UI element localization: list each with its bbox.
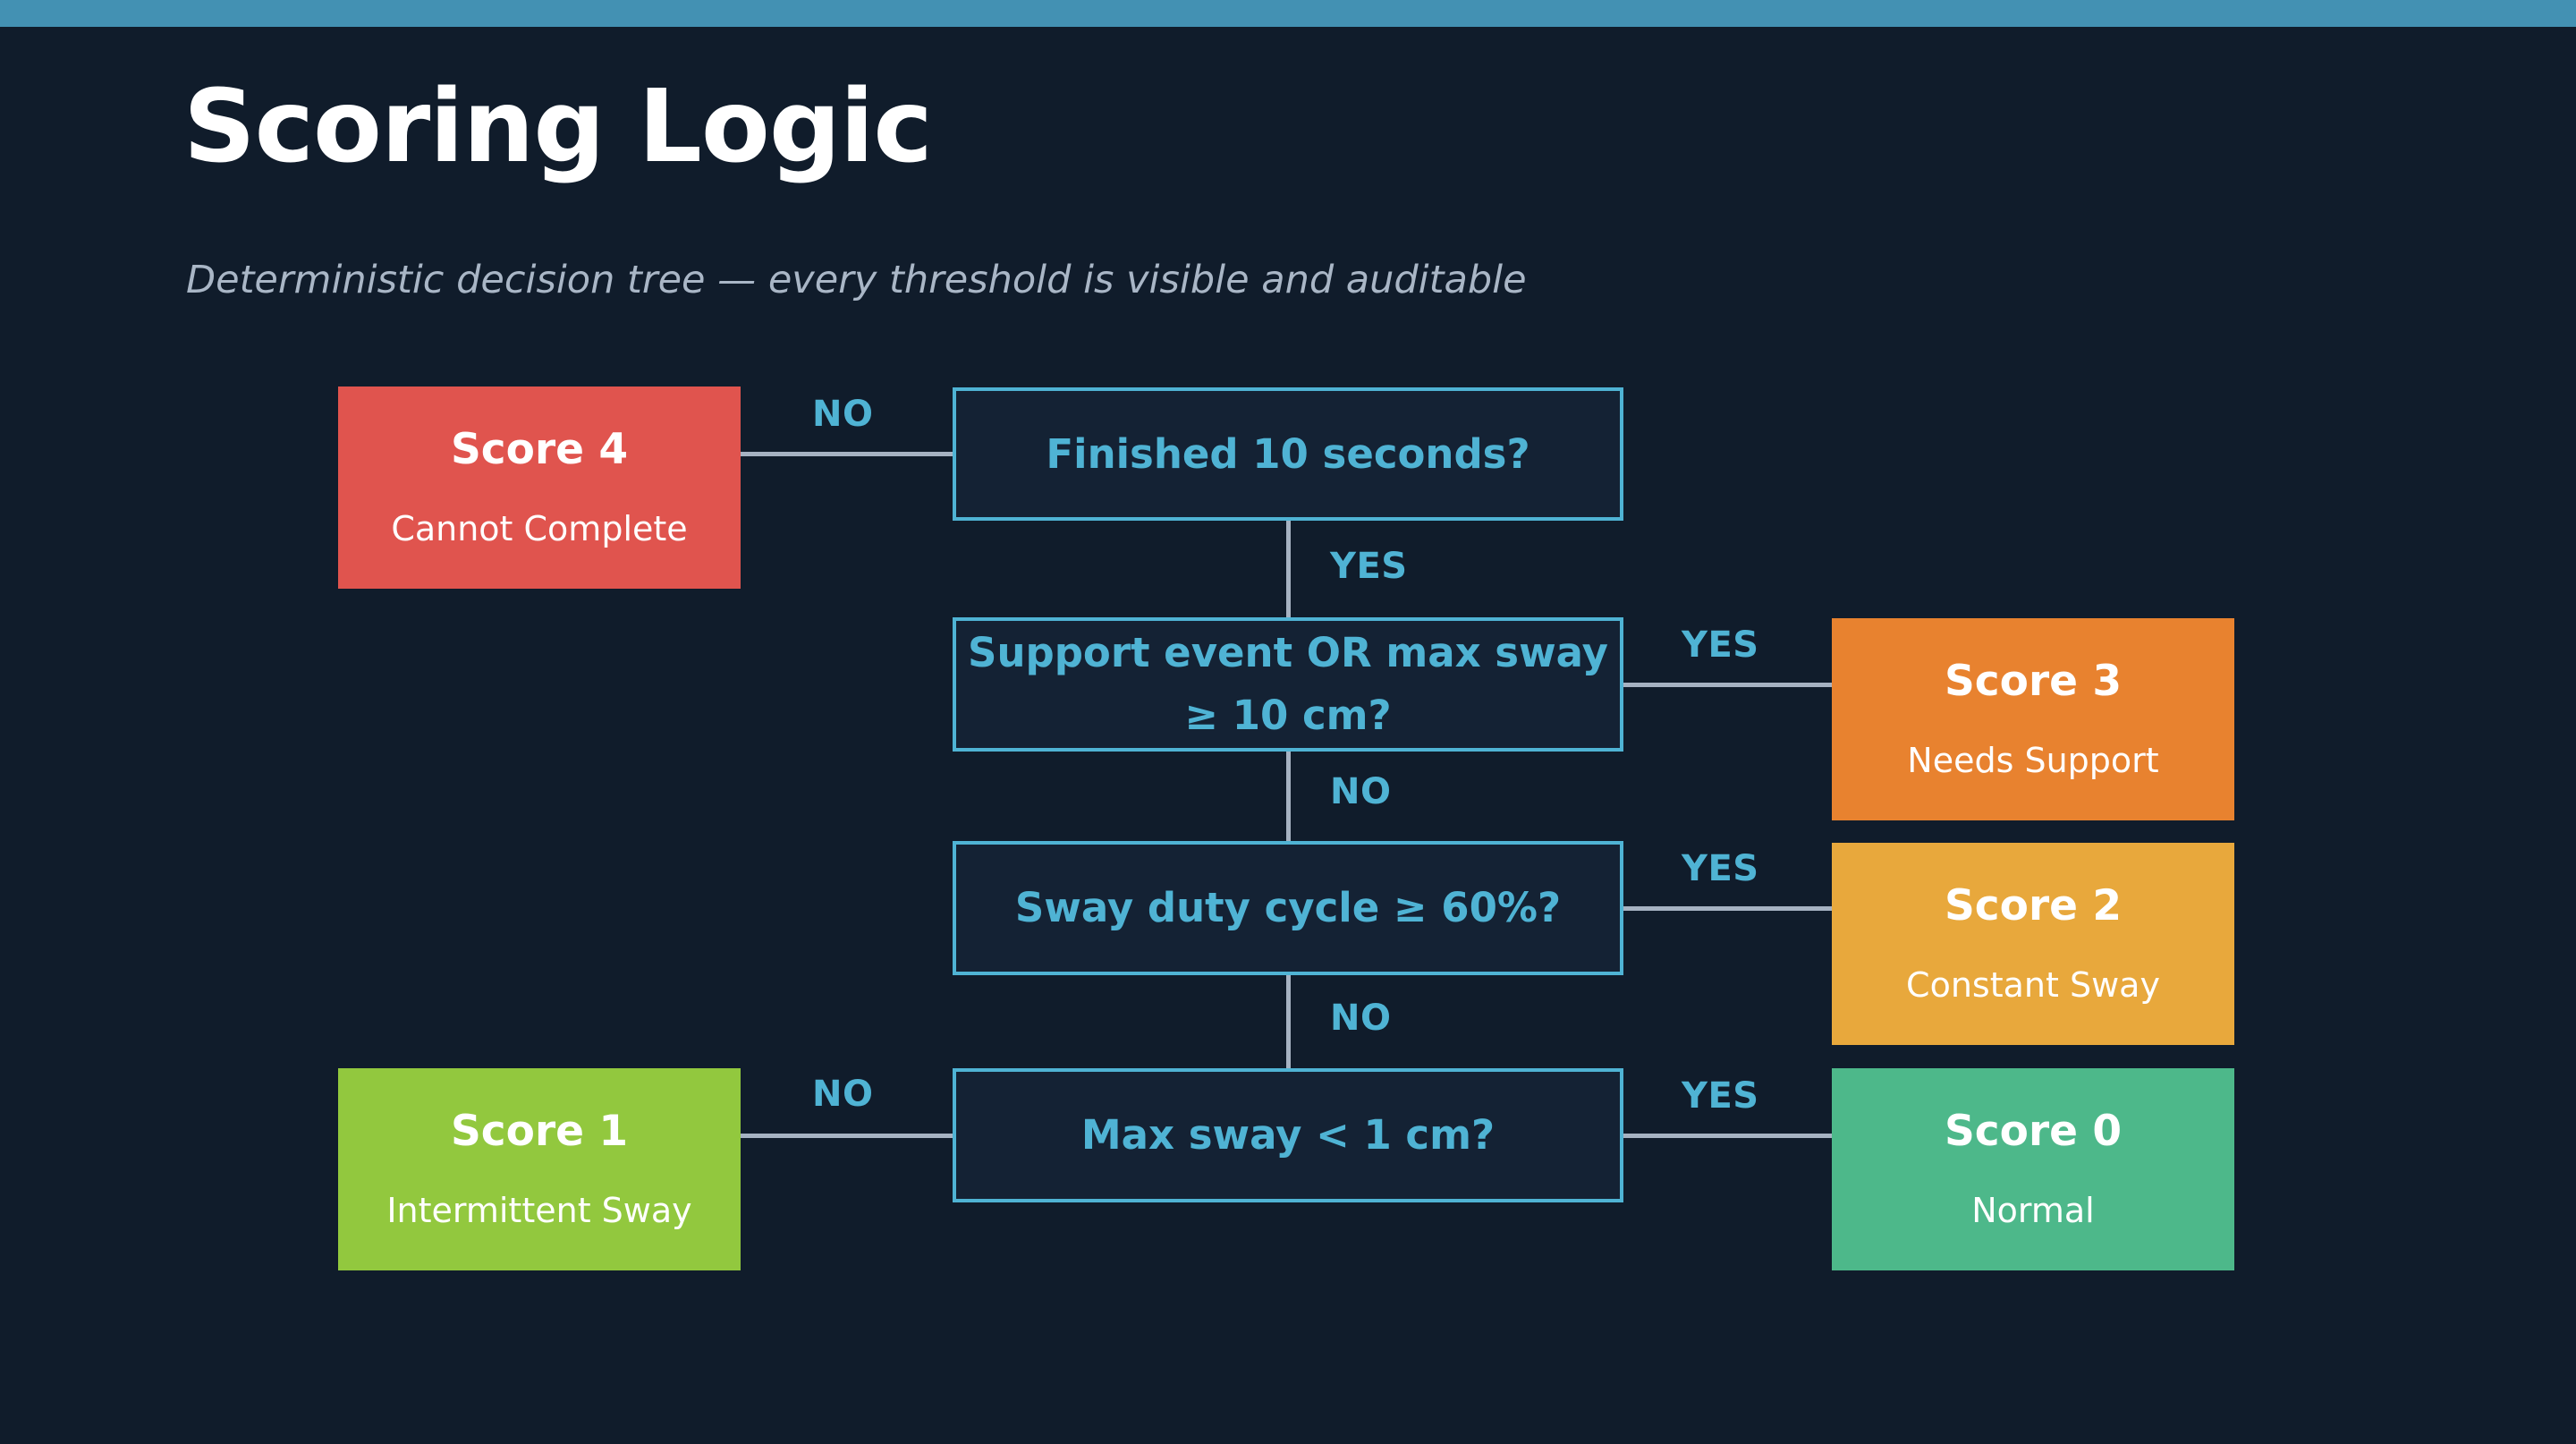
outcome-node-score-0[interactable]: Score 0 Normal	[1832, 1068, 2234, 1270]
edge-label-finished-yes: YES	[1330, 546, 1408, 587]
outcome-node-score-2[interactable]: Score 2 Constant Sway	[1832, 843, 2234, 1045]
decision-node-sway-duty-cycle[interactable]: Sway duty cycle ≥ 60%?	[953, 841, 1623, 975]
decision-node-max-sway-under-1cm[interactable]: Max sway < 1 cm?	[953, 1068, 1623, 1202]
edge-label-duty-no: NO	[1330, 998, 1392, 1039]
edge-label-maxsway-yes: YES	[1682, 1075, 1759, 1117]
outcome-node-score-4[interactable]: Score 4 Cannot Complete	[338, 386, 741, 589]
decision-text-line: ≥ 10 cm?	[1184, 692, 1392, 739]
outcome-score-label: Score 3	[1944, 657, 2123, 707]
edge-label-duty-yes: YES	[1682, 848, 1759, 889]
decision-text-line: Support event OR max sway	[968, 629, 1608, 677]
edge-label-support-no: NO	[1330, 771, 1392, 812]
edge-label-support-yes: YES	[1682, 624, 1759, 666]
connector-support-to-duty	[1286, 752, 1291, 841]
connector-finished-to-support	[1286, 521, 1291, 617]
connector-score1-to-maxsway	[741, 1134, 953, 1138]
outcome-desc-label: Normal	[1971, 1190, 2095, 1230]
page-title: Scoring Logic	[183, 69, 933, 185]
connector-score4-to-finished	[741, 452, 953, 456]
connector-duty-to-score2	[1623, 906, 1832, 911]
decision-node-finished-10-seconds[interactable]: Finished 10 seconds?	[953, 387, 1623, 521]
outcome-node-score-3[interactable]: Score 3 Needs Support	[1832, 618, 2234, 820]
outcome-score-label: Score 1	[450, 1107, 629, 1157]
outcome-node-score-1[interactable]: Score 1 Intermittent Sway	[338, 1068, 741, 1270]
edge-label-maxsway-no: NO	[812, 1074, 874, 1115]
decision-node-support-event-or-max-sway[interactable]: Support event OR max sway ≥ 10 cm?	[953, 617, 1623, 752]
outcome-score-label: Score 4	[450, 425, 629, 475]
outcome-desc-label: Needs Support	[1907, 740, 2159, 780]
decision-text-line: Finished 10 seconds?	[1046, 429, 1530, 478]
connector-maxsway-to-score0	[1623, 1134, 1832, 1138]
outcome-desc-label: Constant Sway	[1906, 964, 2160, 1005]
decision-text-line: Max sway < 1 cm?	[1080, 1111, 1496, 1159]
connector-support-to-score3	[1623, 683, 1832, 687]
connector-duty-to-maxsway	[1286, 975, 1291, 1068]
edge-label-finished-no: NO	[812, 394, 874, 435]
outcome-desc-label: Cannot Complete	[391, 508, 688, 548]
decision-text-line: Sway duty cycle ≥ 60%?	[1014, 884, 1562, 932]
top-accent-bar	[0, 0, 2576, 27]
outcome-score-label: Score 2	[1944, 881, 2123, 931]
outcome-desc-label: Intermittent Sway	[386, 1190, 692, 1230]
page-subtitle: Deterministic decision tree — every thre…	[186, 258, 1527, 302]
outcome-score-label: Score 0	[1944, 1107, 2123, 1157]
